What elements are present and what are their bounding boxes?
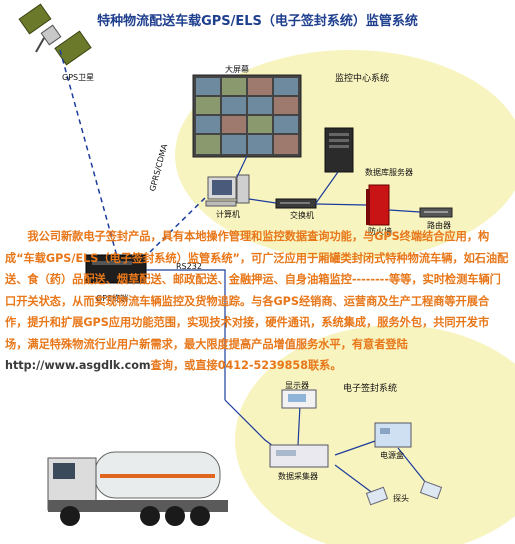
display-icon bbox=[281, 389, 317, 409]
db-server-icon bbox=[324, 127, 354, 173]
description-text: 我公司新款电子签封产品，具有本地操作管理和监控数据查询功能，与GPS终端结合应用… bbox=[5, 230, 509, 351]
link-collector-power bbox=[334, 439, 379, 456]
label-monitor-center: 监控中心系统 bbox=[335, 74, 390, 84]
power-box-icon bbox=[374, 422, 412, 448]
label-switch: 交换机 bbox=[290, 211, 314, 220]
description-paragraph: 我公司新款电子签封产品，具有本地操作管理和监控数据查询功能，与GPS终端结合应用… bbox=[5, 226, 510, 377]
big-screen-icon bbox=[192, 74, 302, 158]
label-computer: 计算机 bbox=[216, 210, 240, 219]
gps-terminal-icon bbox=[85, 254, 147, 284]
label-power-box: 电源盒 bbox=[380, 451, 404, 460]
label-db-server: 数据库服务器 bbox=[365, 168, 413, 177]
label-rs232: RS232 bbox=[176, 262, 202, 271]
satellite-link bbox=[59, 49, 119, 261]
probe-icon-2 bbox=[419, 480, 443, 500]
gprs-link bbox=[149, 194, 209, 253]
label-gps-satellite: GPS卫星 bbox=[62, 73, 95, 82]
firewall-icon bbox=[366, 184, 390, 226]
label-gps-terminal: GPS终端 bbox=[96, 294, 129, 303]
computer-icon bbox=[205, 174, 250, 207]
link-switch-firewall bbox=[315, 203, 367, 206]
data-collector-icon bbox=[269, 444, 329, 468]
label-big-screen: 大屏幕 bbox=[225, 65, 249, 74]
link-computer-switch bbox=[248, 198, 277, 204]
label-data-collector: 数据采集器 bbox=[278, 472, 318, 481]
label-probe: 探头 bbox=[393, 494, 409, 503]
link-firewall-router bbox=[388, 209, 421, 213]
link-switch-server bbox=[315, 171, 339, 204]
router-icon bbox=[419, 207, 453, 218]
satellite-icon bbox=[18, 3, 92, 66]
description-contact: 查询，或直接0412-5239858联系。 bbox=[150, 359, 342, 372]
website-link[interactable]: http://www.asgdlk.com bbox=[5, 359, 151, 372]
tanker-truck-icon bbox=[47, 451, 228, 526]
probe-icon-1 bbox=[365, 486, 389, 506]
switch-icon bbox=[275, 198, 317, 209]
label-display: 显示器 bbox=[285, 381, 309, 390]
diagram-title: 特种物流配送车载GPS/ELS（电子签封系统）监管系统 bbox=[97, 14, 418, 29]
label-router: 路由器 bbox=[427, 221, 451, 230]
link-display-collector bbox=[297, 404, 301, 446]
rs232-line bbox=[146, 269, 226, 400]
label-firewall: 防火墙 bbox=[368, 227, 392, 236]
link-screen-computer bbox=[236, 155, 248, 178]
label-els-system: 电子签封系统 bbox=[343, 384, 398, 394]
